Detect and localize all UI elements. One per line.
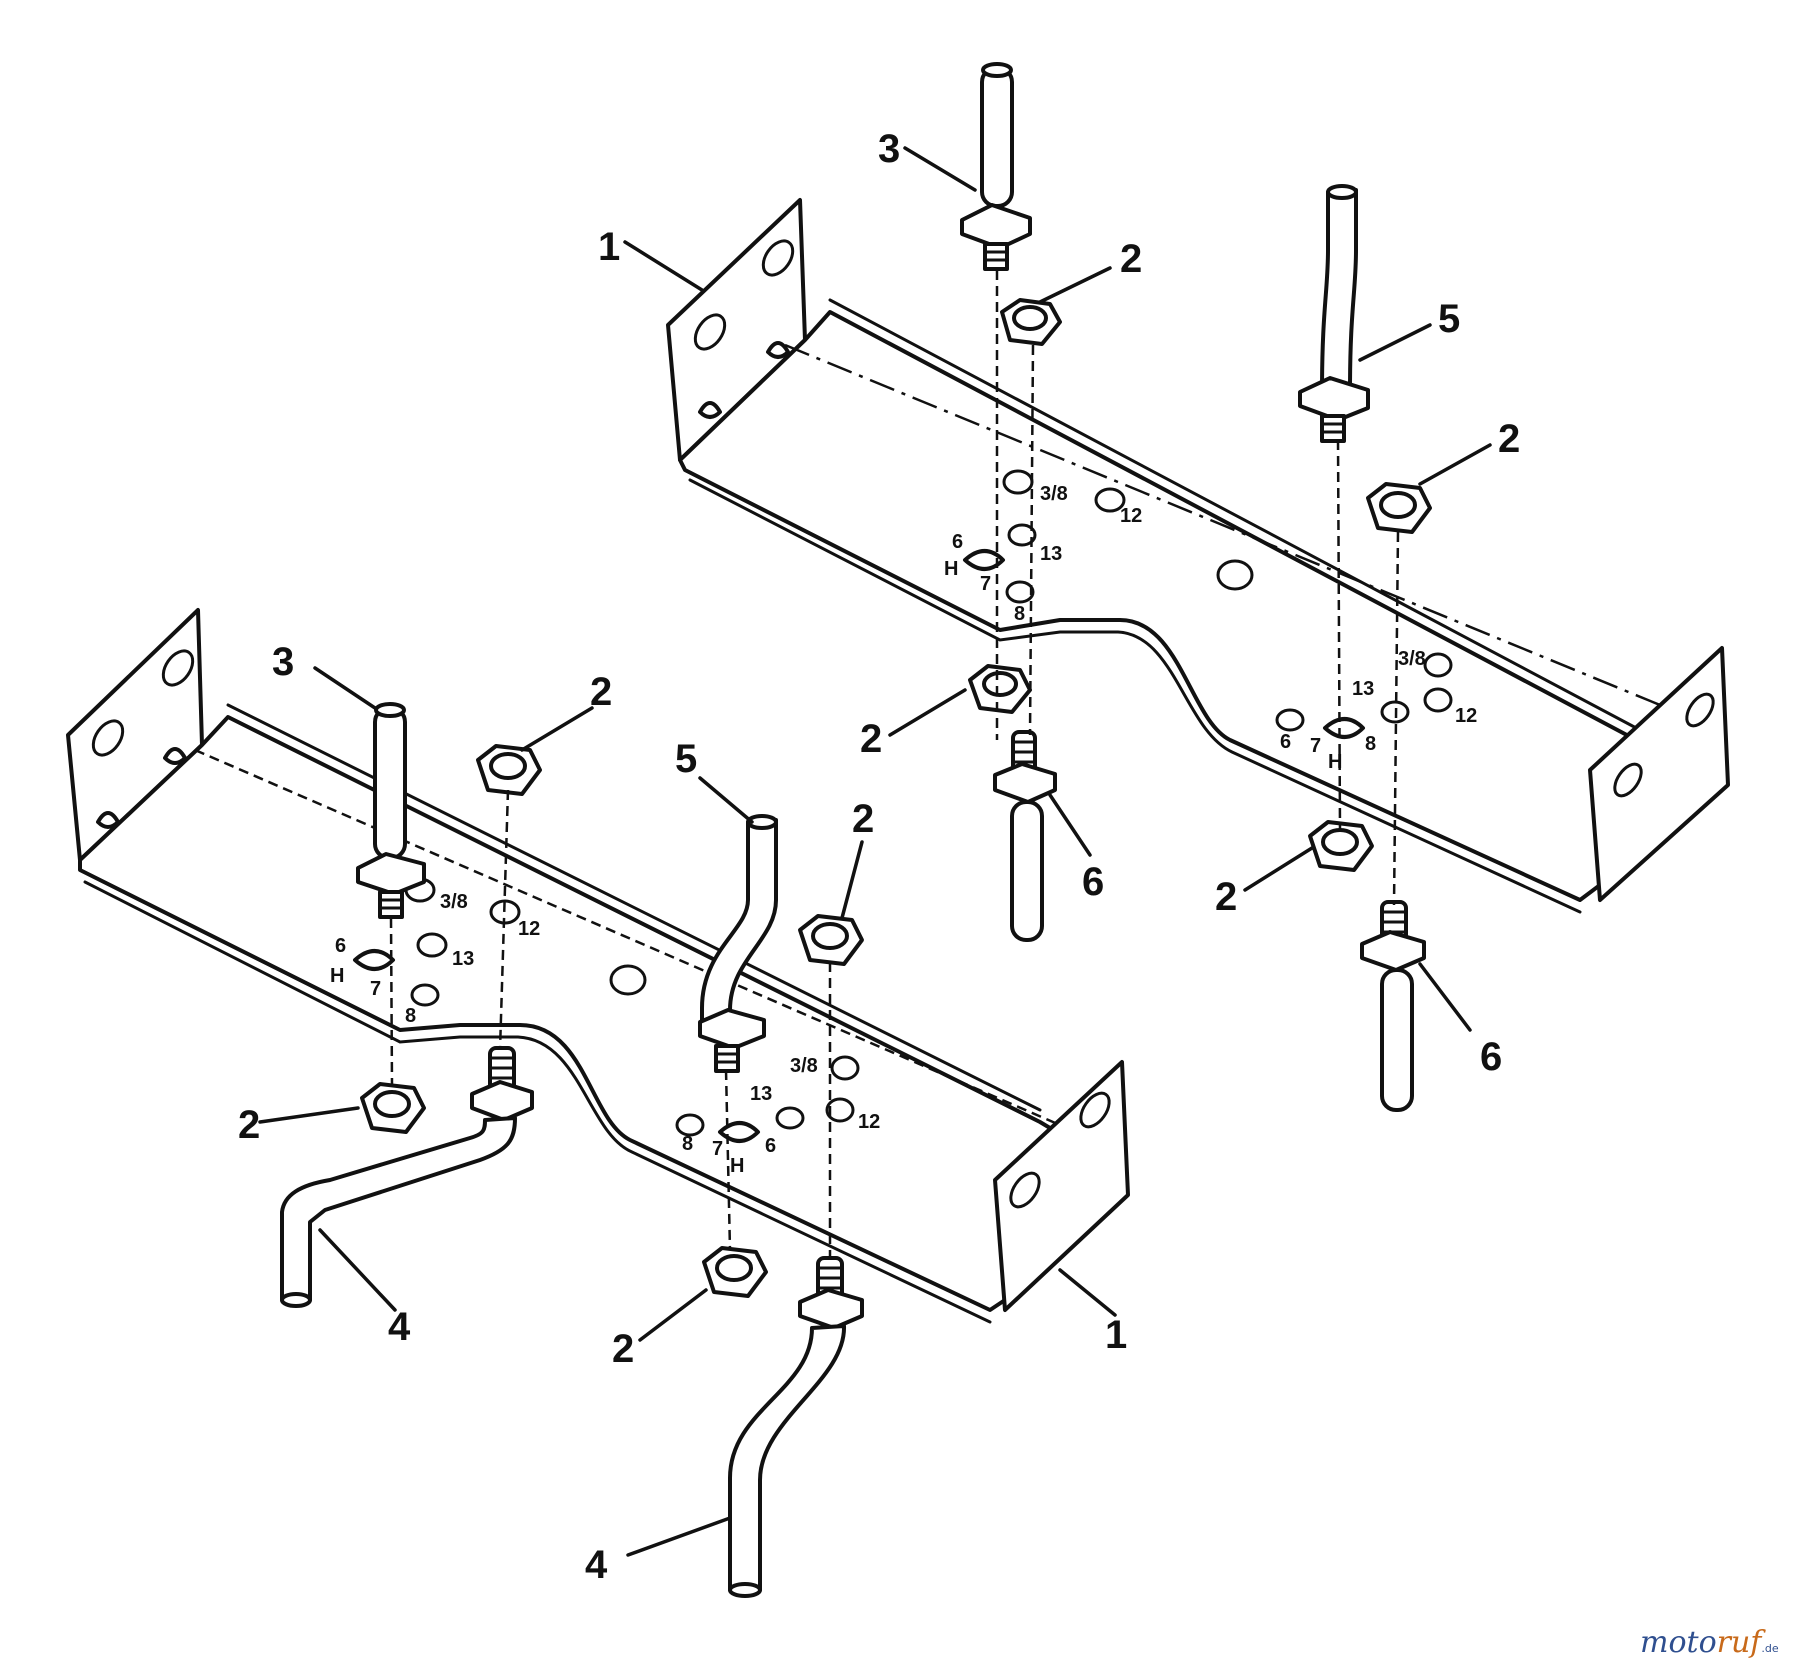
callout-3-lower: 3 <box>272 640 294 684</box>
stamp-3-8lb: 3/8 <box>790 1055 818 1077</box>
stamp-12l: 12 <box>518 918 540 940</box>
stamp-hlb: H <box>730 1155 744 1177</box>
callout-6-upper-left: 6 <box>1082 860 1104 904</box>
stamp-8: 8 <box>1014 603 1025 625</box>
stamp-7lb: 7 <box>712 1138 723 1160</box>
stamp-6lb: 6 <box>765 1135 776 1157</box>
lower-bracket: 6 H 7 8 13 12 3/8 8 7 H 6 13 12 3/8 <box>66 608 1130 1324</box>
stamp-6l: 6 <box>335 935 346 957</box>
lower-bent-rod-left <box>280 1046 534 1308</box>
stamp-8b: 8 <box>1365 733 1376 755</box>
stamp-6b: 6 <box>1280 731 1291 753</box>
callout-3-upper: 3 <box>878 127 900 171</box>
callout-2-lower-right: 2 <box>852 797 874 841</box>
lower-hex-nut-left <box>360 1082 426 1134</box>
callout-6-upper-right: 6 <box>1480 1035 1502 1079</box>
upper-hex-nut-bottom <box>968 664 1032 714</box>
stamp-13l: 13 <box>452 948 474 970</box>
lower-bent-rod <box>698 814 778 1073</box>
upper-right-hex-nut-lower <box>1308 820 1374 872</box>
stamp-6: 6 <box>952 531 963 553</box>
callout-2-lower-bottom: 2 <box>612 1327 634 1371</box>
stamp-h: H <box>944 558 958 580</box>
upper-bent-rod <box>1298 184 1370 443</box>
callout-4-lower-bottom: 4 <box>585 1543 608 1587</box>
stamp-13lb: 13 <box>750 1083 772 1105</box>
stamp-12: 12 <box>1120 505 1142 527</box>
lower-bent-rod-bottom <box>728 1256 864 1598</box>
callout-4-lower-left: 4 <box>388 1305 411 1349</box>
callout-2-upper-bottom: 2 <box>1215 875 1237 919</box>
stamp-3-8b: 3/8 <box>1398 648 1426 670</box>
lower-hex-nut-right <box>798 914 864 966</box>
lower-hex-nut-bottom <box>702 1246 768 1298</box>
lower-stud-bolt <box>356 702 426 919</box>
stamp-7l: 7 <box>370 978 381 1000</box>
stamp-12b: 12 <box>1455 705 1477 727</box>
stamp-8lb: 8 <box>682 1133 693 1155</box>
stamp-3-8: 3/8 <box>1040 483 1068 505</box>
callout-2-upper-right: 2 <box>1498 417 1520 461</box>
stamp-8l: 8 <box>405 1005 416 1027</box>
stamp-7: 7 <box>980 573 991 595</box>
lower-hex-nut-top <box>476 744 542 796</box>
stamp-13b: 13 <box>1352 678 1374 700</box>
upper-pin-right <box>1360 900 1426 1112</box>
upper-pin-left <box>993 730 1057 942</box>
upper-hex-nut-top <box>1000 298 1062 346</box>
svg-text:motoruf.de: motoruf.de <box>1640 1625 1779 1660</box>
callout-2-lower-top: 2 <box>590 670 612 714</box>
callout-2-upper-left: 2 <box>860 717 882 761</box>
stamp-hl: H <box>330 965 344 987</box>
callout-2-lower-left: 2 <box>238 1103 260 1147</box>
motoruf-logo: motoruf.de <box>1640 1625 1779 1660</box>
upper-right-hex-nut <box>1366 482 1432 534</box>
callout-5-upper: 5 <box>1438 297 1460 341</box>
stamp-12lb: 12 <box>858 1111 880 1133</box>
stamp-13: 13 <box>1040 543 1062 565</box>
upper-bracket: 6 H 7 8 13 12 3/8 6 7 H 8 13 12 3/8 <box>666 198 1730 914</box>
upper-stud-bolt <box>960 62 1032 271</box>
callout-1-upper: 1 <box>598 225 620 269</box>
callout-1-lower: 1 <box>1105 1313 1127 1357</box>
stamp-7b: 7 <box>1310 735 1321 757</box>
callout-2-upper-top: 2 <box>1120 237 1142 281</box>
callout-5-lower: 5 <box>675 737 697 781</box>
stamp-3-8l: 3/8 <box>440 891 468 913</box>
